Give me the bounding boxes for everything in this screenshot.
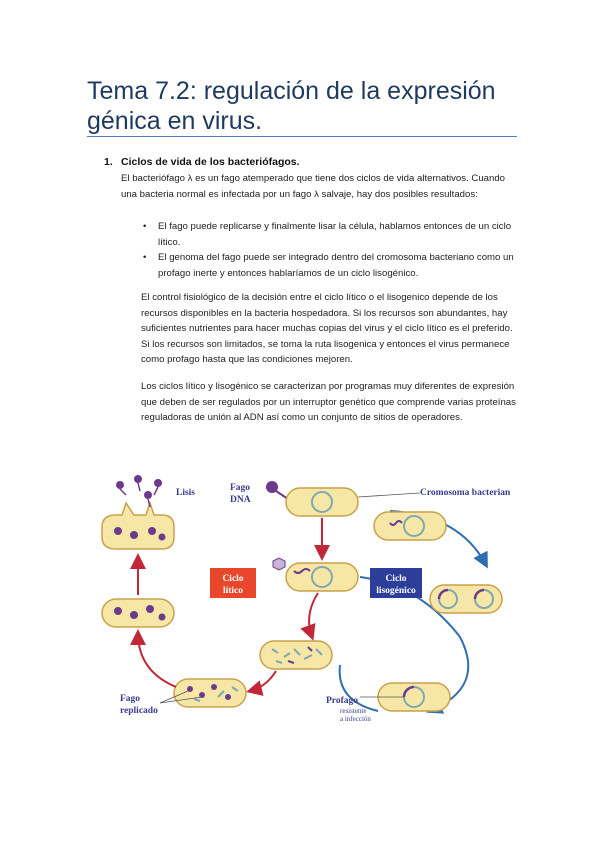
bacterium-phage-assembly <box>101 598 175 628</box>
resistente-label-1: resistente <box>340 707 366 715</box>
lytic-arrow <box>300 592 319 641</box>
intro-paragraph: El bacteriófago λ es un fago atemperado … <box>121 173 505 200</box>
lytic-cycle-box: Ciclo lítico <box>210 568 256 598</box>
bacterium-infection <box>285 487 359 517</box>
programs-paragraph: Los ciclos lítico y lisogénico se caract… <box>141 381 516 423</box>
title-underline <box>87 136 517 137</box>
section-title: Ciclos de vida de los bacteriófagos. <box>121 156 300 168</box>
page-title: Tema 7.2: regulación de la expresión gén… <box>87 77 496 135</box>
bacterium-dna-replication <box>259 640 333 670</box>
bacterium-injected <box>272 557 359 592</box>
control-paragraph: El control fisiológico de la decisión en… <box>141 292 513 365</box>
svg-text:lítico: lítico <box>223 586 243 596</box>
cromosoma-label: Cromosoma bacteriano <box>420 488 510 498</box>
lytic-arrow <box>246 670 277 696</box>
lysis-cell <box>101 475 175 550</box>
phage-icon <box>266 481 289 500</box>
resistente-label-2: a infección <box>340 715 371 723</box>
fago-replicado-label-1: Fago <box>120 694 140 704</box>
lisis-label: Lisis <box>176 488 195 498</box>
section-heading: 1. Ciclos de vida de los bacteriófagos. <box>104 156 300 168</box>
svg-text:Ciclo: Ciclo <box>222 574 243 584</box>
lytic-arrow <box>130 629 177 688</box>
list-item: •El fago puede replicarse y finalmente l… <box>143 221 512 248</box>
bacterium-integrated-prophage <box>429 584 503 614</box>
outcomes-list: •El fago puede replicarse y finalmente l… <box>141 219 516 281</box>
fago-replicado-label-2: replicado <box>120 706 158 716</box>
bacterium-prophage <box>377 682 451 712</box>
dna-label: DNA <box>230 495 251 505</box>
bullet-icon: • <box>143 252 147 263</box>
list-item: •El genoma del fago puede ser integrado … <box>143 252 514 279</box>
phage-life-cycle-diagram: Lisis Fago DNA Cromosoma bacteriano Cicl… <box>101 475 510 723</box>
profago-label: Profago <box>326 696 358 706</box>
fago-label: Fago <box>230 483 250 493</box>
svg-text:lisogénico: lisogénico <box>376 586 416 596</box>
bullet-icon: • <box>143 221 147 232</box>
bacterium-replicated-phages <box>173 678 247 708</box>
bacterium-lysogen <box>373 511 447 541</box>
section-number: 1. <box>104 156 113 168</box>
lysogenic-cycle-box: Ciclo lisogénico <box>370 568 422 598</box>
lysogenic-arrow <box>338 664 379 712</box>
svg-text:Ciclo: Ciclo <box>385 574 406 584</box>
